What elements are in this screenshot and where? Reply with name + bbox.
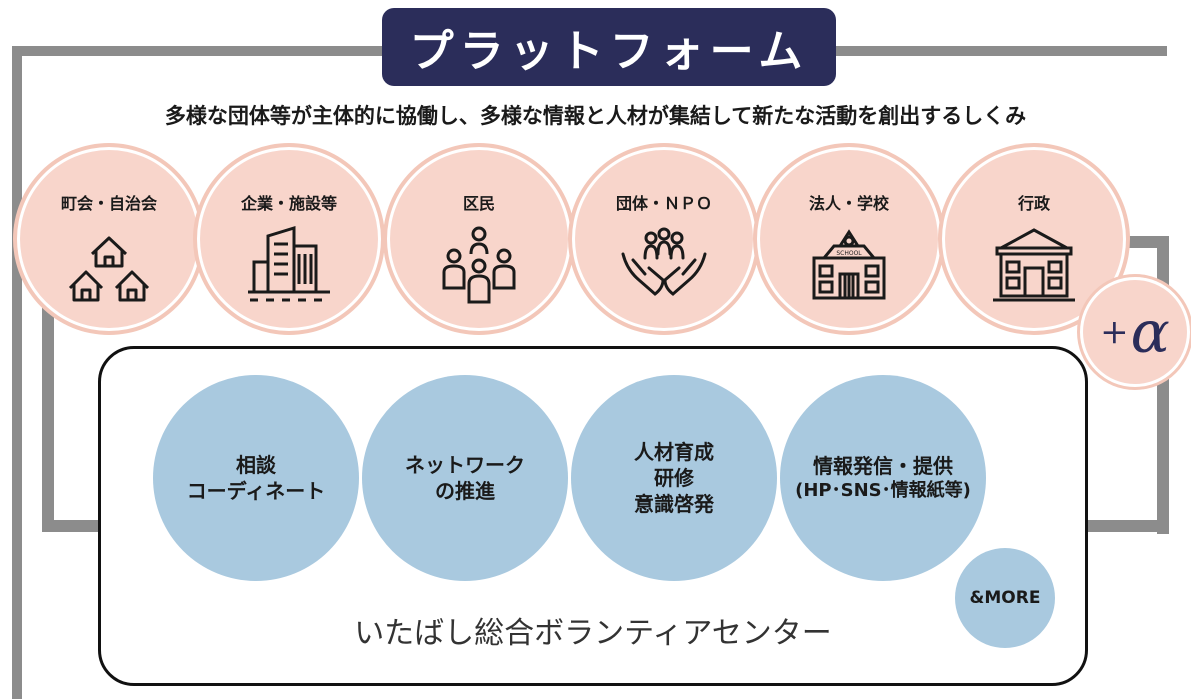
plus-sign: + [1100, 312, 1129, 352]
actor-neighborhood-association: 町会・自治会 [20, 150, 198, 328]
buildings-icon [244, 224, 334, 304]
actor-companies-facilities: 企業・施設等 [200, 150, 378, 328]
hands-people-icon [619, 224, 709, 304]
alpha-symbol: α [1130, 298, 1170, 366]
school-sign-text: SCHOOL [836, 250, 862, 257]
function-text-line: 研修 [654, 466, 694, 490]
actor-label: 町会・自治会 [60, 194, 157, 213]
function-information: 情報発信・提供 (HP･SNS･情報紙等) [780, 375, 986, 581]
platform-subtitle: 多様な団体等が主体的に協働し、多様な情報と人材が集結して新たな活動を創出するしく… [164, 104, 1027, 128]
houses-icon [64, 224, 154, 304]
school-icon: SCHOOL [804, 224, 894, 304]
and-more-badge: &MORE [955, 548, 1055, 648]
actor-label: 区民 [462, 194, 495, 213]
actor-corporations-schools: 法人・学校 SCHOOL [760, 150, 938, 328]
platform-frame-left [12, 46, 22, 699]
actor-groups-npo: 団体・ＮＰＯ [575, 150, 753, 328]
actor-label: 行政 [1017, 194, 1050, 213]
function-text-line: 情報発信・提供 [812, 454, 953, 479]
function-text-line: の推進 [435, 479, 495, 503]
platform-title: プラットフォーム [382, 8, 836, 86]
plus-alpha-badge: + α [1083, 280, 1187, 384]
loop-line-left [42, 240, 54, 532]
function-network: ネットワーク の推進 [362, 375, 568, 581]
actor-government: 行政 [945, 150, 1123, 328]
function-text-line: 人材育成 [634, 440, 714, 464]
volunteer-center-name: いたばし総合ボランティアセンター [354, 616, 832, 651]
function-text-line: 相談 [235, 453, 276, 477]
loop-line-right [1157, 236, 1169, 534]
actor-residents: 区民 [390, 150, 568, 328]
function-training: 人材育成 研修 意識啓発 [571, 375, 777, 581]
actor-label: 団体・ＮＰＯ [615, 194, 712, 213]
people-icon [434, 224, 524, 304]
function-consultation: 相談 コーディネート [153, 375, 359, 581]
function-text-line: 意識啓発 [634, 492, 714, 516]
government-building-icon [989, 224, 1079, 304]
function-text-line: コーディネート [186, 479, 326, 503]
function-text-line: (HP･SNS･情報紙等) [795, 480, 971, 502]
actor-label: 法人・学校 [808, 194, 889, 213]
function-text-line: ネットワーク [405, 453, 525, 477]
actor-label: 企業・施設等 [240, 194, 337, 213]
